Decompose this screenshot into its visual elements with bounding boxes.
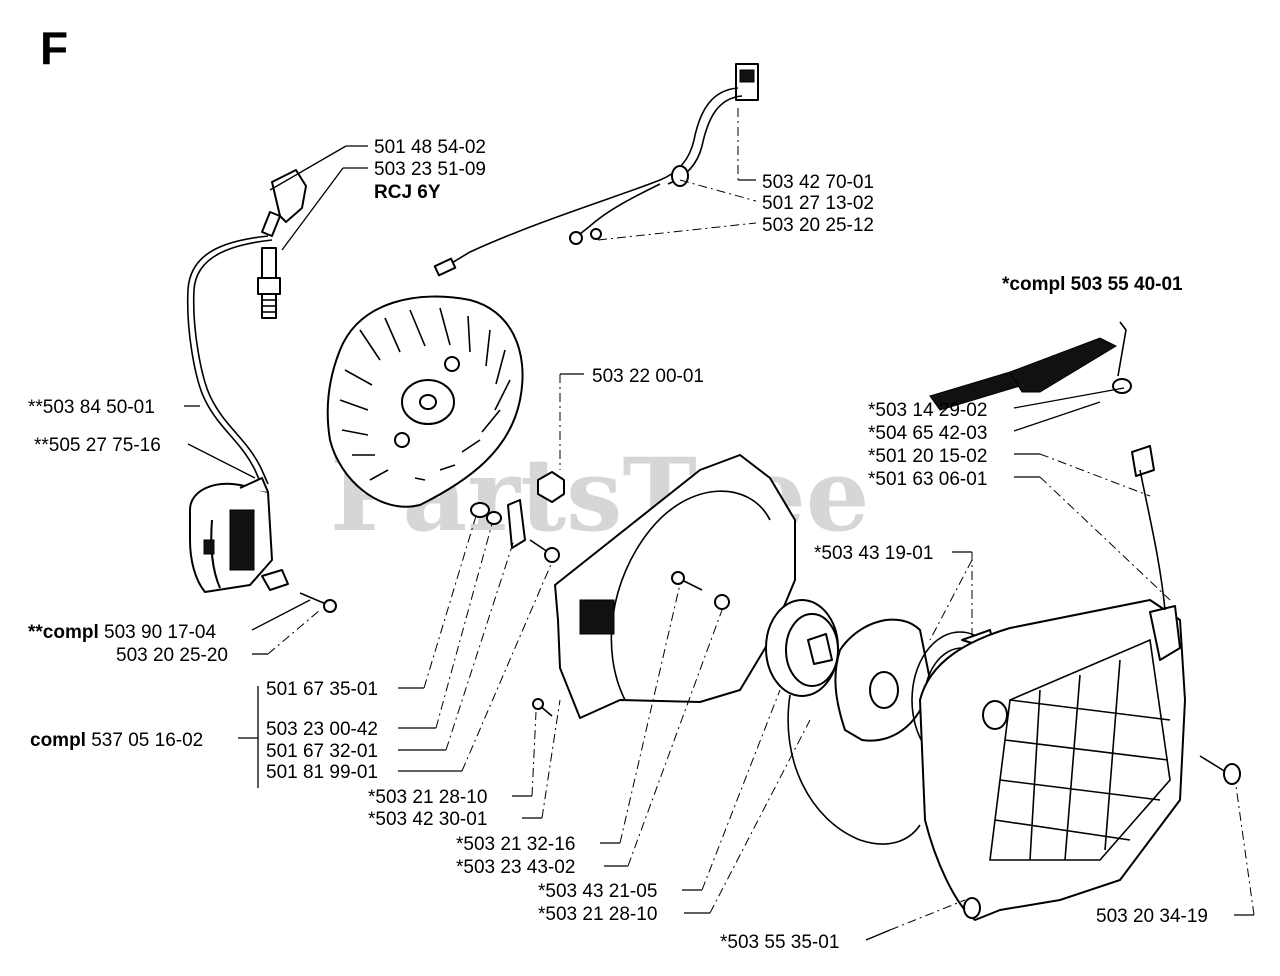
label-cover-screw: *503 21 28-10: [368, 787, 487, 808]
label-ignition-screw: 503 20 25-20: [116, 645, 228, 666]
label-cap-spring: **505 27 75-16: [34, 435, 161, 456]
label-spring-cassette: *503 43 19-01: [814, 543, 933, 564]
starter-handle: [929, 337, 1155, 477]
label-plug-boot: 503 23 51-09: [374, 159, 486, 180]
leader-washer: [1039, 453, 1151, 497]
label-switch-wire: 503 42 70-01: [762, 172, 874, 193]
leader-cap-spring: [187, 443, 256, 479]
leader-wire-screw: [597, 222, 757, 241]
leader-pawl-c: [445, 539, 515, 751]
label-pawl-d: 501 81 99-01: [266, 762, 378, 783]
leader-center-washer: [627, 609, 723, 867]
label-center-screw: *503 21 32-16: [456, 834, 575, 855]
leader-starter-housing: [889, 899, 966, 931]
air-guide-plate: [554, 454, 796, 719]
label-flywheel-prefix: compl: [30, 730, 86, 751]
leader-plug-cap: [269, 145, 347, 191]
cover-screw: [532, 698, 553, 717]
leader-pawl-spring: [1013, 387, 1125, 409]
label-center-washer: *503 23 43-02: [456, 857, 575, 878]
leader-pawl-b: [435, 523, 493, 729]
leader-pulley-screw: [709, 719, 811, 914]
label-pawl-spring: *503 14 29-02: [868, 400, 987, 421]
section-letter: F: [40, 22, 68, 74]
label-washer-pawl: *501 20 15-02: [868, 446, 987, 467]
label-starter-housing: *503 55 35-01: [720, 932, 839, 953]
leader-handle: [1013, 401, 1101, 432]
leader-pulley: [701, 689, 781, 891]
label-ignition: **compl 503 90 17-04: [28, 622, 216, 643]
spring-cassette: [834, 618, 931, 742]
label-pawl-a: 501 67 35-01: [266, 679, 378, 700]
leader-center-screw: [619, 583, 681, 844]
label-rope: *501 63 06-01: [868, 469, 987, 490]
pawl-assembly: [470, 499, 560, 563]
label-starter-compl: *compl 503 55 40-01: [1002, 274, 1183, 295]
label-plug-cap: 501 48 54-02: [374, 137, 486, 158]
label-ignition-num: 503 90 17-04: [104, 622, 216, 643]
label-grommet: 501 27 13-02: [762, 193, 874, 214]
starter-housing: [919, 599, 1186, 921]
ignition-module: [189, 477, 289, 593]
label-flywheel: compl 537 05 16-02: [30, 730, 203, 751]
leader-air-guide: [541, 699, 561, 819]
leader-pawl-d: [461, 561, 553, 772]
ht-lead: [186, 235, 269, 487]
label-air-guide: *503 42 30-01: [368, 809, 487, 830]
ignition-screw: [299, 592, 337, 613]
spark-plug: [257, 247, 281, 319]
housing-screw: [1199, 755, 1241, 785]
leader-ignition: [251, 599, 311, 631]
flywheel: [326, 295, 524, 508]
switch-wire: [433, 63, 759, 277]
starter-rope: [1139, 469, 1166, 611]
label-pulley-screw: *503 21 28-10: [538, 904, 657, 925]
label-housing-screw: 503 20 34-19: [1096, 906, 1208, 927]
leader-rope: [1039, 476, 1171, 601]
label-ht-lead: **503 84 50-01: [28, 397, 155, 418]
label-pulley: *503 43 21-05: [538, 881, 657, 902]
label-handle: *504 65 42-03: [868, 423, 987, 444]
leader-cover-screw: [531, 711, 537, 797]
leader-plug: [281, 167, 344, 251]
leader-grommet: [679, 179, 757, 202]
starter-pulley: [765, 599, 921, 845]
label-spark-plug: RCJ 6Y: [374, 182, 441, 203]
label-flywheel-nut: 503 22 00-01: [592, 366, 704, 387]
spark-plug-cap: [261, 169, 307, 237]
label-pawl-c: 501 67 32-01: [266, 741, 378, 762]
label-pawl-b: 503 23 00-42: [266, 719, 378, 740]
leader-housing-screw: [1235, 785, 1255, 916]
flywheel-nut: [537, 471, 565, 503]
leader-pawl-a: [423, 515, 477, 689]
label-flywheel-num: 537 05 16-02: [91, 730, 203, 751]
label-wire-screw: 503 20 25-12: [762, 215, 874, 236]
label-ignition-prefix: **compl: [28, 622, 99, 643]
